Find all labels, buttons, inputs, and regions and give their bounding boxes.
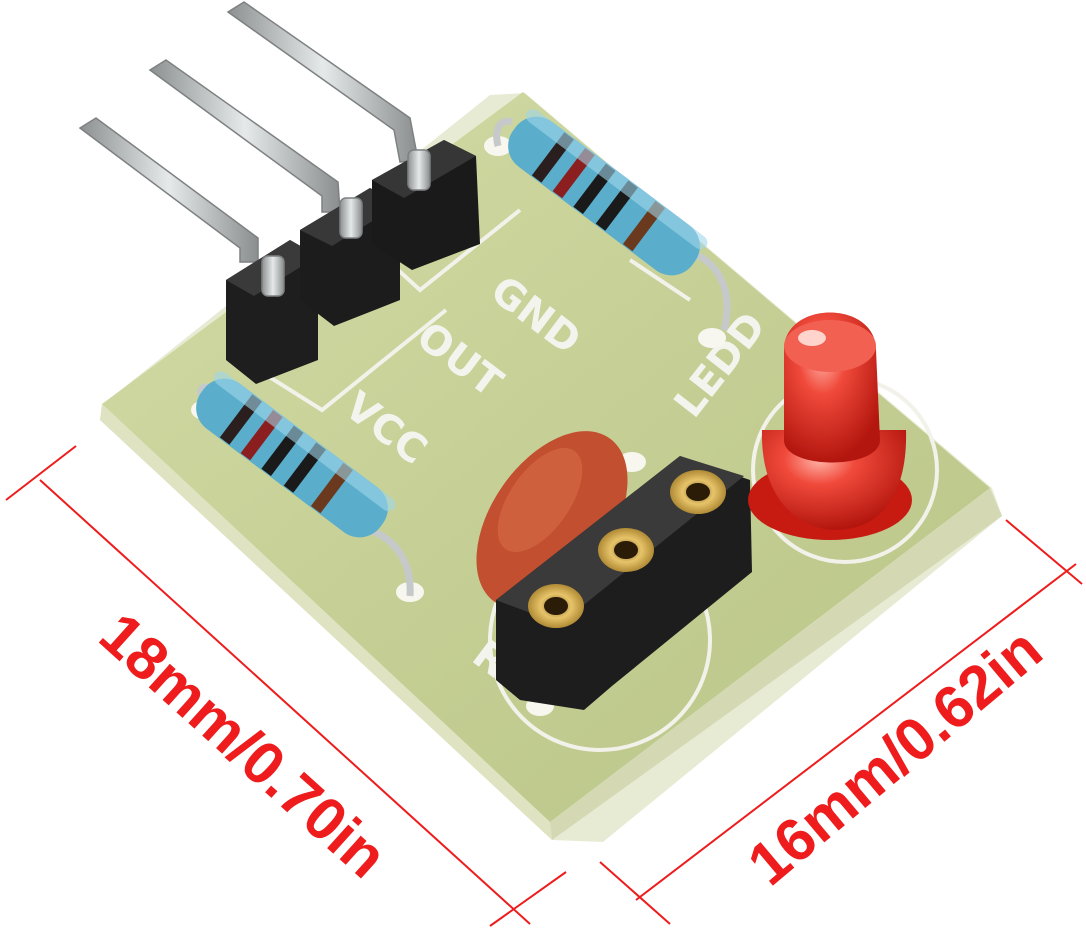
female-socket-3pin (496, 456, 752, 710)
resistor-bottom (196, 371, 414, 597)
red-led (748, 312, 912, 540)
header-body (226, 140, 480, 384)
header-pin-tips (261, 149, 431, 297)
resistor-top (493, 109, 731, 331)
pin-header-3pin (78, 1, 480, 384)
